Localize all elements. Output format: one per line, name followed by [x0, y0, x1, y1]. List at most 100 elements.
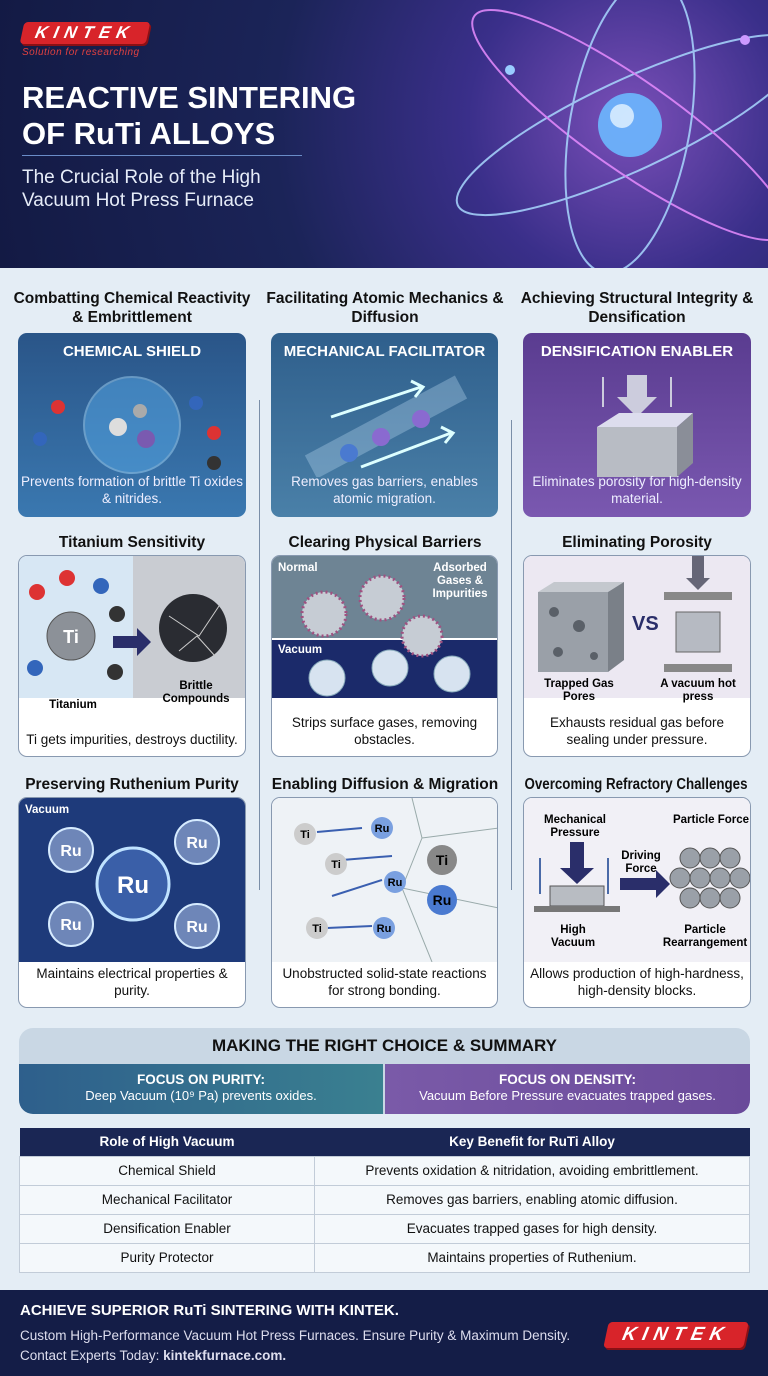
role-cell: Purity Protector — [19, 1242, 315, 1273]
column-heading: Achieving Structural Integrity & Densifi… — [520, 290, 754, 326]
svg-text:Ru: Ru — [375, 823, 390, 835]
trapped-pores-label: Trapped Gas Pores — [544, 678, 614, 703]
focus-density-title: FOCUS ON DENSITY: — [498, 1072, 636, 1087]
logo-tagline: Solution for researching — [22, 47, 140, 58]
svg-text:Ru: Ru — [60, 843, 81, 860]
svg-text:Ti: Ti — [312, 923, 322, 935]
driving-force-label: Driving Force — [621, 850, 661, 875]
titanium-label: Titanium — [49, 699, 97, 711]
svg-text:Ru: Ru — [117, 872, 149, 899]
benefit-cell: Maintains properties of Ruthenium. — [314, 1242, 750, 1273]
vs-label: VS — [632, 613, 659, 635]
section-heading: Overcoming Refractory Challenges — [524, 776, 748, 793]
column-heading: Facilitating Atomic Mechanics & Diffusio… — [266, 290, 504, 326]
footer: ACHIEVE SUPERIOR RuTi SINTERING WITH KIN… — [0, 1290, 768, 1376]
summary-table: Role of High Vacuum Key Benefit for RuTi… — [19, 1128, 750, 1273]
focus-purity-title: FOCUS ON PURITY: — [137, 1072, 265, 1087]
role-cell: Mechanical Facilitator — [19, 1184, 315, 1215]
connector-line — [259, 400, 260, 890]
footer-contact: Contact Experts Today: kintekfurnace.com… — [20, 1348, 286, 1363]
svg-text:Ru: Ru — [433, 892, 452, 908]
card-caption: Removes gas barriers, enables atomic mig… — [291, 474, 478, 506]
svg-text:Ru: Ru — [186, 919, 207, 936]
titanium-sensitivity-card: Ti Titanium Brittle Compounds Ti gets im… — [18, 555, 246, 757]
focus-purity-text: Deep Vacuum (10⁹ Pa) prevents oxides. — [85, 1088, 317, 1103]
website-link[interactable]: kintekfurnace.com. — [163, 1348, 287, 1363]
svg-text:Ru: Ru — [60, 917, 81, 934]
particles-comparison-icon — [272, 556, 497, 698]
section-heading: Titanium Sensitivity — [58, 534, 206, 551]
densification-enabler-card: DENSIFICATION ENABLER Eliminates porosit… — [523, 333, 751, 517]
header-banner: KINTEK Solution for researching REACTIVE… — [0, 0, 768, 268]
column-header: Role of High Vacuum — [19, 1128, 315, 1156]
atom-illustration-icon — [455, 0, 768, 268]
column-header: Key Benefit for RuTi Alloy — [314, 1128, 750, 1156]
footer-headline: ACHIEVE SUPERIOR RuTi SINTERING WITH KIN… — [20, 1302, 399, 1319]
benefit-cell: Prevents oxidation & nitridation, avoidi… — [314, 1155, 750, 1186]
diffusion-card: Ti Ru Ti Ru Ti Ru Ti Ru Unobstructed sol… — [271, 797, 498, 1008]
card-title: DENSIFICATION ENABLER — [540, 343, 734, 360]
mechanical-facilitator-card: MECHANICAL FACILITATOR Removes gas barri… — [271, 333, 498, 517]
chemical-shield-card: CHEMICAL SHIELD Prevents formation of br… — [18, 333, 246, 517]
svg-text:Ti: Ti — [331, 859, 341, 871]
focus-density-text: Vacuum Before Pressure evacuates trapped… — [419, 1088, 716, 1103]
card-title: MECHANICAL FACILITATOR — [283, 343, 486, 360]
footer-text: Custom High-Performance Vacuum Hot Press… — [20, 1328, 571, 1343]
kintek-logo: KINTEK — [19, 22, 151, 44]
refractory-card: Mechanical Pressure Driving Force Partic… — [523, 797, 751, 1008]
card-caption: Exhausts residual gas before sealing und… — [549, 715, 725, 747]
svg-text:Ti: Ti — [300, 829, 310, 841]
divider — [22, 155, 302, 156]
section-heading: Eliminating Porosity — [562, 534, 712, 551]
card-caption: Eliminates porosity for high-density mat… — [532, 474, 742, 506]
section-heading: Preserving Ruthenium Purity — [25, 776, 239, 793]
particle-force-label: Particle Force — [672, 814, 750, 826]
svg-text:Ti: Ti — [436, 852, 448, 868]
pressed-cube-icon — [597, 375, 693, 477]
card-caption: Prevents formation of brittle Ti oxides … — [20, 474, 244, 506]
benefit-cell: Evacuates trapped gases for high density… — [314, 1213, 750, 1244]
high-vacuum-label: High Vacuum — [550, 924, 596, 949]
focus-purity-panel: FOCUS ON PURITY: Deep Vacuum (10⁹ Pa) pr… — [19, 1064, 383, 1114]
column-heading: Combatting Chemical Reactivity & Embritt… — [13, 290, 251, 326]
brittle-compounds-label: Brittle Compounds — [162, 680, 230, 705]
vacuum-label: Vacuum — [25, 804, 70, 816]
titanium-reaction-icon: Ti — [19, 556, 245, 698]
card-title: CHEMICAL SHIELD — [62, 343, 202, 360]
svg-text:Ti: Ti — [63, 627, 79, 647]
shield-sphere-icon — [33, 376, 221, 474]
section-heading: Clearing Physical Barriers — [288, 534, 482, 551]
svg-text:Ru: Ru — [186, 835, 207, 852]
card-caption: Strips surface gases, removing obstacles… — [291, 715, 478, 747]
pressure-rearrangement-icon — [524, 798, 750, 962]
particle-rearrangement-label: Particle Rearrangement — [662, 924, 748, 949]
diffusion-atoms-icon: Ti Ru Ti Ru Ti Ru Ti Ru — [272, 798, 497, 962]
normal-label: Normal — [278, 562, 318, 574]
mechanical-pressure-label: Mechanical Pressure — [544, 814, 606, 839]
migration-arrows-icon — [304, 375, 468, 477]
svg-text:Ru: Ru — [388, 877, 403, 889]
svg-text:Ru: Ru — [377, 923, 392, 935]
summary-title: MAKING THE RIGHT CHOICE & SUMMARY — [211, 1036, 558, 1055]
adsorbed-gases-label: Adsorbed Gases & Impurities — [432, 562, 488, 600]
connector-line — [511, 420, 512, 890]
card-caption: Unobstructed solid-state reactions for s… — [282, 966, 487, 998]
porous-block-vs-press-icon — [524, 556, 750, 698]
benefit-cell: Removes gas barriers, enabling atomic di… — [314, 1184, 750, 1215]
card-caption: Maintains electrical properties & purity… — [36, 966, 228, 998]
summary-box: MAKING THE RIGHT CHOICE & SUMMARY FOCUS … — [19, 1028, 750, 1114]
focus-density-panel: FOCUS ON DENSITY: Vacuum Before Pressure… — [385, 1064, 750, 1114]
role-cell: Chemical Shield — [19, 1155, 315, 1186]
kintek-logo: KINTEK — [603, 1322, 749, 1348]
role-cell: Densification Enabler — [19, 1213, 315, 1244]
card-caption: Allows production of high-hardness, high… — [530, 966, 744, 998]
section-heading: Enabling Diffusion & Migration — [271, 776, 499, 793]
